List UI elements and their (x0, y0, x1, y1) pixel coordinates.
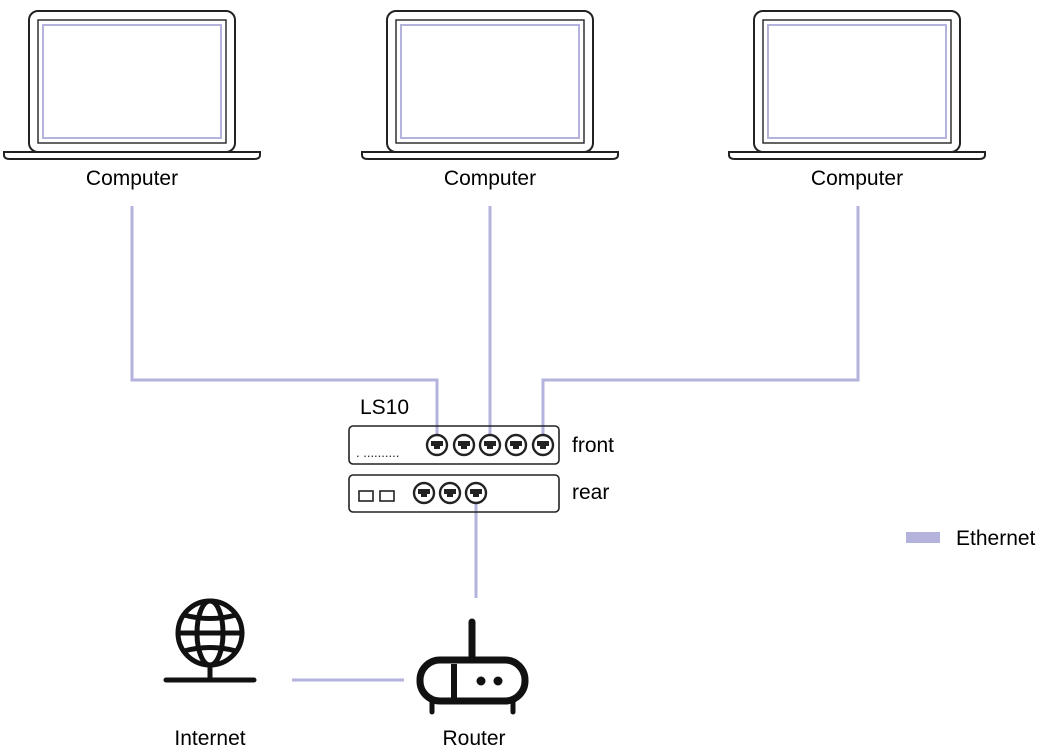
internet-node: Internet (163, 598, 257, 750)
rear-connectors (358, 490, 395, 502)
ethernet-port-icon (504, 433, 528, 457)
laptop-icon (361, 10, 619, 160)
computer-label: Computer (86, 167, 178, 190)
legend: Ethernet (906, 527, 1036, 550)
legend-swatch-ethernet (906, 532, 940, 543)
router-icon (416, 618, 529, 715)
switch-front-indicator: . .......... (356, 445, 399, 460)
laptop-icon (3, 10, 261, 160)
computer-label: Computer (444, 167, 536, 190)
ethernet-port-icon (464, 481, 488, 505)
switch-rear-label: rear (572, 481, 609, 504)
rear-ports (412, 481, 488, 505)
ethernet-port-icon (531, 433, 555, 457)
ethernet-port-icon (438, 481, 462, 505)
cable-computer-3-to-switch (541, 206, 860, 446)
laptop-icon (728, 10, 986, 160)
router-label: Router (442, 727, 505, 750)
computer-label: Computer (811, 167, 903, 190)
internet-label: Internet (174, 727, 245, 750)
computer-1: Computer (3, 10, 261, 190)
switch-front-panel (348, 425, 560, 465)
legend-label-ethernet: Ethernet (956, 527, 1036, 550)
rear-slot-icon (358, 490, 374, 502)
ethernet-port-icon (478, 433, 502, 457)
switch-name: LS10 (360, 396, 409, 419)
switch-front-label: front (572, 434, 614, 457)
front-ports (425, 433, 555, 457)
switch-rear-panel (348, 474, 560, 513)
switch-ls10: LS10 . .......... (348, 396, 614, 513)
ethernet-port-icon (412, 481, 436, 505)
ethernet-port-icon (425, 433, 449, 457)
globe-icon (163, 598, 257, 683)
rear-slot-icon (379, 490, 395, 502)
computer-2: Computer (361, 10, 619, 190)
cable-computer-1-to-switch (130, 206, 439, 446)
computer-3: Computer (728, 10, 986, 190)
ethernet-port-icon (452, 433, 476, 457)
router-node: Router (416, 618, 529, 750)
